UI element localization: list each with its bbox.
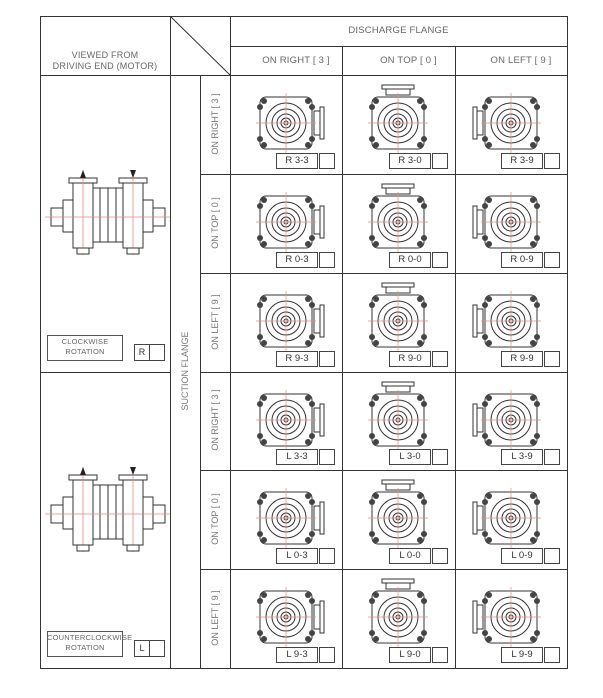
rotation-divider xyxy=(40,372,171,373)
configuration-checkbox[interactable] xyxy=(319,449,335,465)
configuration-code: R 9-3 xyxy=(276,351,318,367)
pump-orientation-drawing xyxy=(250,283,325,360)
pump-side-view-clockwise xyxy=(45,170,170,265)
suction-row-label: ON RIGHT [ 3 ] xyxy=(210,389,220,451)
pump-orientation-drawing xyxy=(472,480,547,557)
header-bottom xyxy=(40,75,568,76)
grid-line xyxy=(200,372,568,373)
suction-row-label: ON RIGHT [ 3 ] xyxy=(210,92,220,155)
rotation-label-line1: CLOCKWISE xyxy=(61,337,109,346)
rotation-code: R xyxy=(134,344,150,361)
configuration-code: R 0-3 xyxy=(276,252,318,268)
pump-orientation-drawing xyxy=(250,382,325,459)
suction-row-label: ON LEFT [ 9 ] xyxy=(210,589,220,646)
grid-line xyxy=(230,16,231,668)
suction-row-label: ON TOP [ 0 ] xyxy=(210,492,220,545)
rotation-label-box xyxy=(47,631,123,657)
configuration-checkbox[interactable] xyxy=(319,252,335,268)
header-divider xyxy=(230,46,568,47)
grid-line xyxy=(455,46,456,668)
configuration-checkbox[interactable] xyxy=(544,548,560,564)
table-border-right xyxy=(567,16,568,668)
pump-orientation-drawing xyxy=(472,579,547,656)
rotation-code: L xyxy=(134,640,150,657)
suction-row-label: ON LEFT [ 9 ] xyxy=(210,293,220,350)
pump-orientation-drawing xyxy=(362,282,434,360)
configuration-checkbox[interactable] xyxy=(432,449,448,465)
configuration-code: R 9-0 xyxy=(389,351,431,367)
rotation-label-line2: ROTATION xyxy=(65,347,105,356)
configuration-code: L 0-0 xyxy=(389,548,431,564)
configuration-checkbox[interactable] xyxy=(544,153,560,169)
configuration-checkbox[interactable] xyxy=(544,647,560,663)
pump-side-view-counterclockwise xyxy=(45,467,170,562)
configuration-code: R 9-9 xyxy=(501,351,543,367)
grid-line xyxy=(200,75,201,668)
pump-orientation-drawing xyxy=(472,382,547,459)
pump-orientation-drawing xyxy=(362,183,434,261)
configuration-code: L 9-0 xyxy=(389,647,431,663)
configuration-checkbox[interactable] xyxy=(432,252,448,268)
discharge-column-1: ON TOP [ 0 ] xyxy=(380,55,437,66)
pump-orientation-drawing xyxy=(250,85,325,162)
configuration-checkbox[interactable] xyxy=(319,647,335,663)
table-border-bottom xyxy=(40,668,568,669)
pump-orientation-drawing xyxy=(250,579,325,656)
configuration-checkbox[interactable] xyxy=(319,351,335,367)
grid-line xyxy=(200,174,568,175)
configuration-checkbox[interactable] xyxy=(432,351,448,367)
configuration-code: R 3-3 xyxy=(276,153,318,169)
rotation-label-line1: COUNTERCLOCKWISE xyxy=(47,633,133,642)
pump-orientation-drawing xyxy=(472,283,547,360)
configuration-code: R 3-0 xyxy=(389,153,431,169)
pump-orientation-drawing xyxy=(250,184,325,261)
configuration-checkbox[interactable] xyxy=(544,449,560,465)
discharge-column-2: ON LEFT [ 9 ] xyxy=(490,55,552,66)
configuration-code: L 9-3 xyxy=(276,647,318,663)
configuration-checkbox[interactable] xyxy=(432,153,448,169)
discharge-flange-label: DISCHARGE FLANGE xyxy=(348,25,449,36)
configuration-code: R 3-9 xyxy=(501,153,543,169)
configuration-checkbox[interactable] xyxy=(544,252,560,268)
suction-flange-label: SUCTION FLANGE xyxy=(180,331,190,411)
pump-orientation-drawing xyxy=(362,84,434,162)
rotation-checkbox[interactable] xyxy=(149,344,165,361)
grid-line xyxy=(342,46,343,668)
table-border-top xyxy=(40,16,568,17)
table-border-left xyxy=(40,16,41,668)
rotation-label-box xyxy=(47,335,123,361)
rotation-label-line2: ROTATION xyxy=(65,643,105,652)
configuration-checkbox[interactable] xyxy=(319,548,335,564)
grid-line xyxy=(200,569,568,570)
grid-line xyxy=(200,470,568,471)
configuration-checkbox[interactable] xyxy=(432,647,448,663)
pump-orientation-drawing xyxy=(362,479,434,557)
configuration-checkbox[interactable] xyxy=(319,153,335,169)
pump-orientation-drawing xyxy=(362,381,434,459)
pump-orientation-drawing xyxy=(250,480,325,557)
rotation-checkbox[interactable] xyxy=(149,640,165,657)
configuration-code: L 0-9 xyxy=(501,548,543,564)
configuration-code: L 9-9 xyxy=(501,647,543,663)
configuration-code: L 3-9 xyxy=(501,449,543,465)
configuration-code: L 3-3 xyxy=(276,449,318,465)
configuration-code: R 0-0 xyxy=(389,252,431,268)
pump-orientation-drawing xyxy=(472,184,547,261)
configuration-code: R 0-9 xyxy=(501,252,543,268)
pump-orientation-drawing xyxy=(362,578,434,656)
viewed-from-label-2: DRIVING END (MOTOR) xyxy=(52,61,158,71)
discharge-column-0: ON RIGHT [ 3 ] xyxy=(262,55,330,66)
viewed-from-label: VIEWED FROM xyxy=(71,50,139,60)
configuration-code: L 3-0 xyxy=(389,449,431,465)
configuration-checkbox[interactable] xyxy=(544,351,560,367)
pump-orientation-drawing xyxy=(472,85,547,162)
configuration-checkbox[interactable] xyxy=(432,548,448,564)
grid-line xyxy=(200,273,568,274)
configuration-code: L 0-3 xyxy=(276,548,318,564)
grid-line xyxy=(170,16,171,668)
suction-row-label: ON TOP [ 0 ] xyxy=(210,196,220,249)
